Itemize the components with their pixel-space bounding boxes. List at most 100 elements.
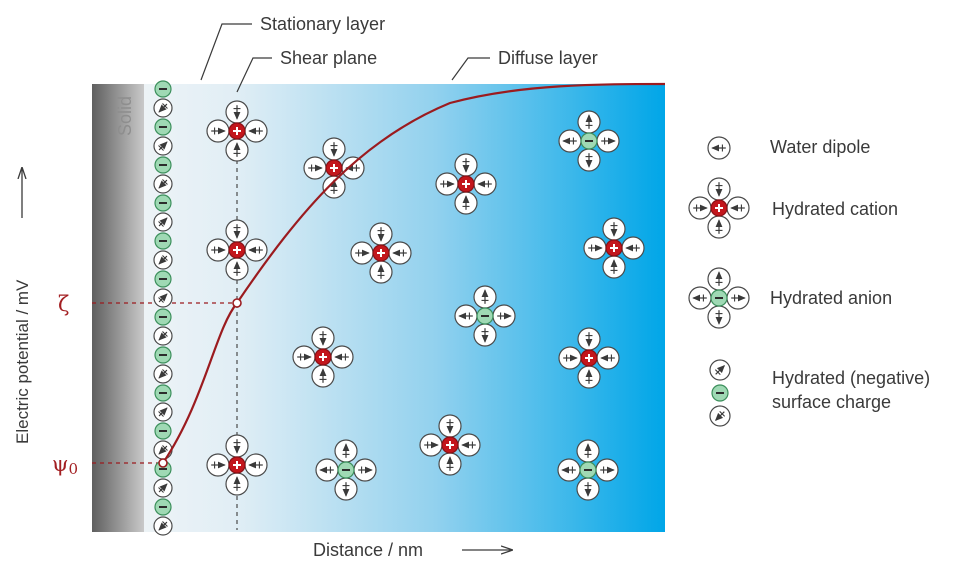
anion-icon <box>579 461 597 479</box>
water-dipole-icon <box>153 478 173 498</box>
water-dipole-icon <box>153 98 173 118</box>
water-dipole-icon <box>707 305 731 329</box>
hydrated-cation <box>350 222 412 284</box>
hydrated-cation <box>419 414 481 476</box>
water-dipole-icon <box>334 439 358 463</box>
legend-surface-charge-line2: surface charge <box>772 392 891 412</box>
water-dipole-icon <box>334 477 358 501</box>
cation-icon <box>710 199 728 217</box>
anion-icon <box>154 232 172 250</box>
water-dipole-icon <box>206 119 230 143</box>
anion-icon <box>154 80 172 98</box>
water-dipole-icon <box>473 285 497 309</box>
hydrated-cation <box>688 177 750 239</box>
anion-icon <box>154 194 172 212</box>
legend-icons <box>688 136 750 427</box>
zeta-point <box>232 298 242 308</box>
water-dipole-icon <box>292 345 316 369</box>
water-dipole-icon <box>454 153 478 177</box>
water-dipole-icon <box>709 405 731 427</box>
cation-icon <box>228 456 246 474</box>
water-dipole-icon <box>558 129 582 153</box>
water-dipole-icon <box>583 236 607 260</box>
hydrated-anion <box>315 439 377 501</box>
anion-icon <box>154 156 172 174</box>
water-dipole-icon <box>353 458 377 482</box>
water-dipole-icon <box>596 129 620 153</box>
water-dipole-icon <box>577 365 601 389</box>
water-dipole-icon <box>726 286 750 310</box>
solid-label: Solid <box>115 96 135 136</box>
stationary-layer-leader <box>200 23 252 81</box>
water-dipole-icon <box>602 255 626 279</box>
water-dipole-icon <box>225 257 249 281</box>
hydrated-cation <box>206 100 268 162</box>
water-dipole-icon <box>311 326 335 350</box>
anion-icon <box>580 132 598 150</box>
hydrated-cation <box>206 219 268 281</box>
hydrated-anion <box>688 267 750 329</box>
water-dipole-icon <box>311 364 335 388</box>
water-dipole-icon <box>153 402 173 422</box>
diffuse-layer-leader <box>451 57 490 81</box>
water-dipole-icon <box>438 414 462 438</box>
water-dipole-icon <box>707 177 731 201</box>
water-dipole-icon <box>438 452 462 476</box>
water-dipole-icon <box>369 222 393 246</box>
anion-icon <box>154 308 172 326</box>
anion-icon <box>154 422 172 440</box>
water-dipole-icon <box>225 138 249 162</box>
cation-icon <box>228 241 246 259</box>
cation-icon <box>372 244 390 262</box>
stationary-layer-label: Stationary layer <box>260 14 385 34</box>
legend-hydrated-cation: Hydrated cation <box>772 199 898 219</box>
water-dipole-icon <box>225 100 249 124</box>
water-dipole-icon <box>621 236 645 260</box>
water-dipole-icon <box>492 304 516 328</box>
water-dipole-icon <box>435 172 459 196</box>
water-dipole-icon <box>707 215 731 239</box>
water-dipole-icon <box>577 148 601 172</box>
water-dipole-icon <box>153 440 173 460</box>
water-dipole-icon <box>206 453 230 477</box>
anion-icon <box>154 384 172 402</box>
water-dipole-icon <box>454 304 478 328</box>
water-dipole-icon <box>153 364 173 384</box>
cation-icon <box>457 175 475 193</box>
water-dipole-icon <box>153 212 173 232</box>
water-dipole-icon <box>225 434 249 458</box>
water-dipole-icon <box>341 156 365 180</box>
water-dipole-icon <box>596 346 620 370</box>
cation-icon <box>441 436 459 454</box>
anion-icon <box>710 289 728 307</box>
hydrated-anion <box>454 285 516 347</box>
x-axis-label: Distance / nm <box>313 540 423 560</box>
water-dipole-icon <box>244 119 268 143</box>
cation-icon <box>580 349 598 367</box>
anion-icon <box>154 118 172 136</box>
hydrated-cation <box>206 434 268 496</box>
water-dipole-icon <box>153 250 173 270</box>
psi0-point <box>158 458 168 468</box>
water-dipole-icon <box>688 196 712 220</box>
water-dipole-icon <box>558 346 582 370</box>
y-axis-label: Electric potential / mV <box>13 279 32 444</box>
water-dipole-icon <box>457 433 481 457</box>
hydrated-cation <box>435 153 497 215</box>
water-dipole-icon <box>153 174 173 194</box>
cation-icon <box>228 122 246 140</box>
legend-hydrated-anion: Hydrated anion <box>770 288 892 308</box>
anion-icon <box>337 461 355 479</box>
water-dipole-icon <box>153 326 173 346</box>
water-dipole-icon <box>153 516 173 536</box>
anion-icon <box>154 346 172 364</box>
potential-curve <box>162 82 666 464</box>
water-dipole-icon <box>576 439 600 463</box>
water-dipole-icon <box>576 477 600 501</box>
water-dipole-icon <box>330 345 354 369</box>
liquid-region <box>92 84 665 532</box>
water-dipole-icon <box>369 260 393 284</box>
water-dipole-icon <box>602 217 626 241</box>
water-dipole-icon <box>350 241 374 265</box>
